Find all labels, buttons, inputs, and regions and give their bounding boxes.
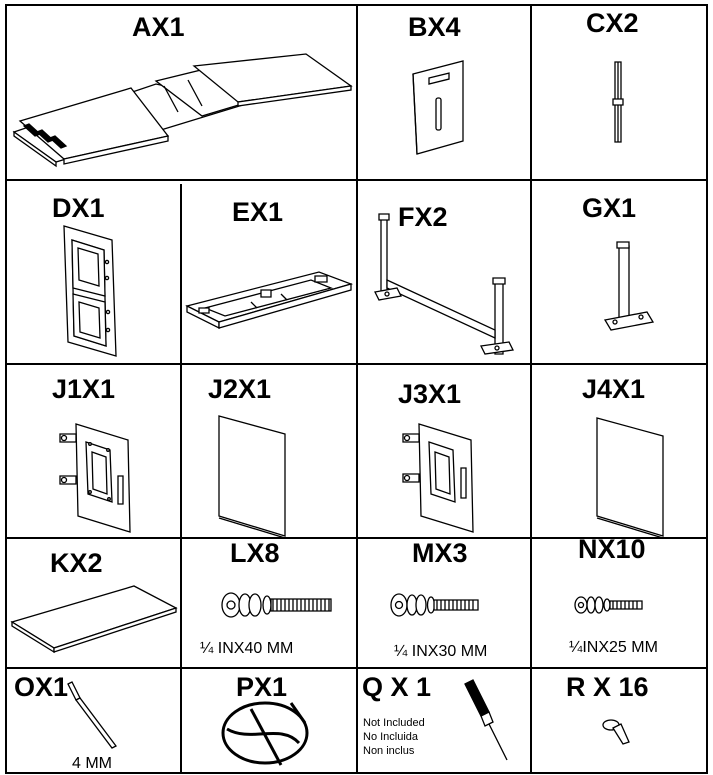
panel-illustration-j2 — [181, 364, 357, 538]
part-label-a: AX1 — [132, 12, 185, 42]
screwdriver-illustration — [357, 668, 531, 773]
part-label-f: FX2 — [398, 202, 448, 232]
part-label-p: PX1 — [236, 672, 288, 702]
part-label-n: NX10 — [578, 534, 646, 564]
drawer-base-illustration — [181, 184, 357, 364]
part-label-q: Q X 1 — [362, 672, 432, 702]
part-label-o: OX1 — [14, 672, 69, 702]
wood-screw-illustration — [531, 668, 707, 773]
bolt-40mm-caption: ¼ INX40 MM — [200, 640, 294, 657]
not-included-note-fr: Non inclus — [363, 745, 415, 757]
bolt-25mm-caption: ¼INX25 MM — [569, 639, 658, 656]
part-label-g: GX1 — [582, 193, 637, 223]
part-label-d: DX1 — [52, 193, 105, 223]
part-label-j2: J2X1 — [208, 374, 272, 404]
bolt-30mm-caption: ¼ INX30 MM — [394, 643, 488, 660]
part-label-b: BX4 — [408, 12, 461, 42]
cable-tie-illustration — [181, 683, 357, 773]
leg-frame-illustration — [357, 184, 531, 364]
part-label-m: MX3 — [412, 538, 468, 568]
table-top-extension-illustration — [6, 6, 356, 176]
single-leg-illustration — [531, 184, 707, 364]
bolt-40mm-illustration — [181, 575, 357, 635]
part-label-e: EX1 — [232, 197, 284, 227]
not-included-note-es: No Incluida — [363, 731, 419, 743]
center-post-illustration — [531, 6, 707, 176]
side-frame-illustration — [6, 184, 181, 364]
part-label-l: LX8 — [230, 538, 280, 568]
part-label-j3: J3X1 — [398, 379, 462, 409]
part-label-c: CX2 — [586, 8, 639, 38]
allen-wrench-illustration — [6, 668, 181, 773]
part-label-r: R X 16 — [566, 672, 649, 702]
panel-illustration-j4 — [531, 364, 707, 538]
part-label-k: KX2 — [50, 548, 103, 578]
shelf-illustration — [6, 538, 181, 668]
right-door-illustration — [357, 364, 531, 538]
part-label-j1: J1X1 — [52, 374, 116, 404]
part-label-j4: J4X1 — [582, 374, 646, 404]
drawer-front-illustration — [357, 6, 531, 176]
wrench-size-caption: 4 MM — [72, 755, 112, 772]
bolt-30mm-illustration — [357, 575, 531, 635]
bolt-25mm-illustration — [531, 575, 707, 635]
not-included-note-en: Not Included — [363, 717, 425, 729]
left-door-illustration — [6, 364, 181, 538]
